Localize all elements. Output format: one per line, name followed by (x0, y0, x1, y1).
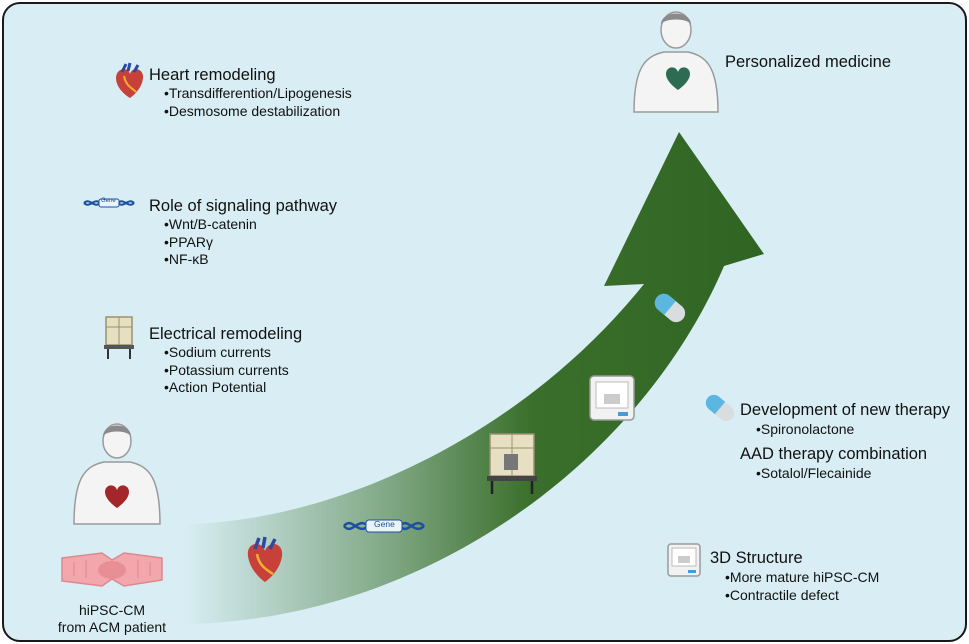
green-heart-icon (666, 67, 690, 90)
patient-heart-icon (105, 485, 129, 508)
3d-structure-list: More mature hiPSC-CM Contractile defect (725, 569, 879, 604)
list-item: Potassium currents (164, 362, 289, 380)
new-therapy-title: Development of new therapy (740, 401, 951, 419)
list-item: PPARγ (164, 234, 257, 252)
cardiac-tissue-icon (61, 552, 163, 587)
list-item: Action Potential (164, 379, 289, 397)
3d-structure-title: 3D Structure (710, 549, 803, 567)
aad-therapy-title: AAD therapy combination (740, 445, 928, 463)
list-item: Transdifferention/Lipogenesis (164, 85, 352, 103)
list-item: Wnt/B-catenin (164, 216, 257, 234)
3d-printer-icon (667, 543, 701, 577)
heart-remodeling-title: Heart remodeling (149, 66, 276, 84)
person-figure (633, 11, 719, 113)
patient-caption: hiPSC-CM from ACM patient (32, 602, 192, 636)
gene-label-small: Gene (101, 198, 116, 204)
electrical-remodeling-list: Sodium currents Potassium currents Actio… (164, 344, 289, 397)
signaling-pathway-title: Role of signaling pathway (149, 197, 338, 215)
3d-printer-icon (589, 375, 635, 421)
list-item: Sodium currents (164, 344, 289, 362)
personalized-medicine-title: Personalized medicine (725, 53, 892, 71)
patch-clamp-rig-icon (104, 316, 134, 359)
list-item: More mature hiPSC-CM (725, 569, 879, 587)
patient-caption-line1: hiPSC-CM (78, 602, 146, 618)
list-item: Desmosome destabilization (164, 103, 352, 121)
new-therapy-list: Spironolactone (756, 421, 854, 439)
signaling-pathway-list: Wnt/B-catenin PPARγ NF-κB (164, 216, 257, 269)
heart-icon (247, 536, 283, 582)
dna-gene-icon (343, 519, 425, 533)
patient-figure (73, 423, 161, 525)
pill-icon (705, 394, 735, 422)
heart-icon (116, 62, 144, 98)
heart-remodeling-list: Transdifferention/Lipogenesis Desmosome … (164, 85, 352, 120)
patient-caption-line2: from ACM patient (57, 619, 167, 635)
aad-therapy-list: Sotalol/Flecainide (756, 465, 872, 483)
gene-label-large: Gene (374, 519, 395, 529)
pill-icon (654, 293, 686, 323)
electrical-remodeling-title: Electrical remodeling (149, 325, 303, 343)
patch-clamp-rig-icon (487, 433, 537, 494)
progress-arrow (179, 132, 764, 624)
list-item: Spironolactone (756, 421, 854, 439)
list-item: NF-κB (164, 251, 257, 269)
list-item: Contractile defect (725, 587, 879, 605)
list-item: Sotalol/Flecainide (756, 465, 872, 483)
dna-gene-icon (83, 198, 135, 208)
